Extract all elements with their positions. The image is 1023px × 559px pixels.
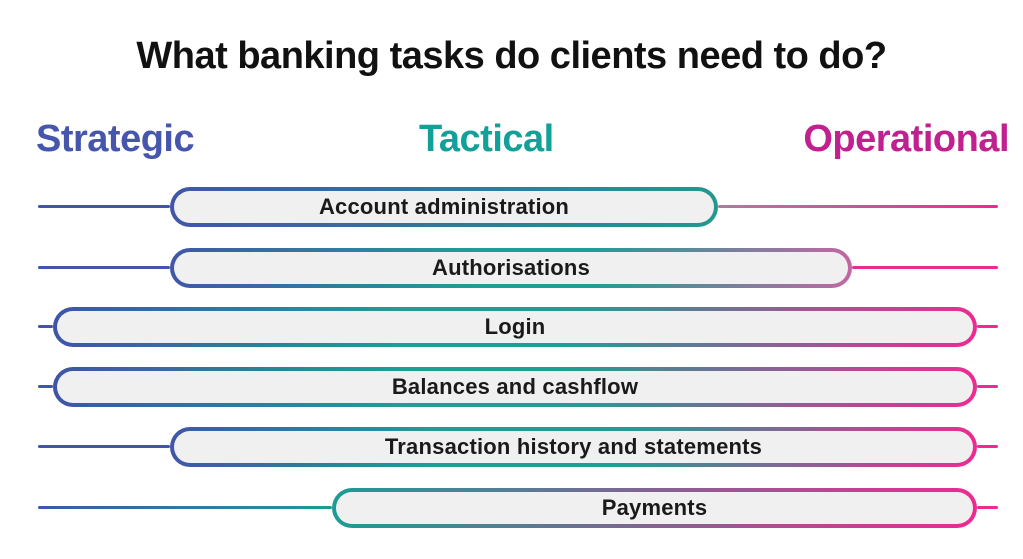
task-label: Transaction history and statements: [174, 431, 973, 463]
connector-line-right: [852, 266, 998, 269]
connector-line-right: [977, 325, 998, 328]
task-row-transaction-history: Transaction history and statements: [0, 427, 1023, 467]
connector-line-right: [718, 205, 998, 208]
connector-line-left: [38, 506, 332, 509]
task-pill: Payments: [332, 488, 977, 528]
task-row-login: Login: [0, 307, 1023, 347]
connector-line-left: [38, 205, 170, 208]
task-pill: Balances and cashflow: [53, 367, 977, 407]
task-row-payments: Payments: [0, 488, 1023, 528]
task-label: Balances and cashflow: [57, 371, 973, 403]
task-label: Authorisations: [174, 252, 848, 284]
task-row-authorisations: Authorisations: [0, 248, 1023, 288]
task-pill: Authorisations: [170, 248, 852, 288]
task-row-balances-and-cashflow: Balances and cashflow: [0, 367, 1023, 407]
page-title: What banking tasks do clients need to do…: [136, 35, 887, 78]
connector-line-left: [38, 266, 170, 269]
task-label: Payments: [336, 492, 973, 524]
connector-line-right: [977, 385, 998, 388]
task-pill: Account administration: [170, 187, 718, 227]
task-row-account-administration: Account administration: [0, 187, 1023, 227]
task-label: Account administration: [174, 191, 714, 223]
connector-line-right: [977, 445, 998, 448]
connector-line-right: [977, 506, 998, 509]
connector-line-left: [38, 385, 53, 388]
column-header-strategic: Strategic: [36, 118, 195, 160]
column-header-tactical: Tactical: [419, 118, 554, 160]
column-header-operational: Operational: [803, 118, 1009, 160]
task-label: Login: [57, 311, 973, 343]
connector-line-left: [38, 445, 170, 448]
task-pill: Transaction history and statements: [170, 427, 977, 467]
connector-line-left: [38, 325, 53, 328]
task-pill: Login: [53, 307, 977, 347]
